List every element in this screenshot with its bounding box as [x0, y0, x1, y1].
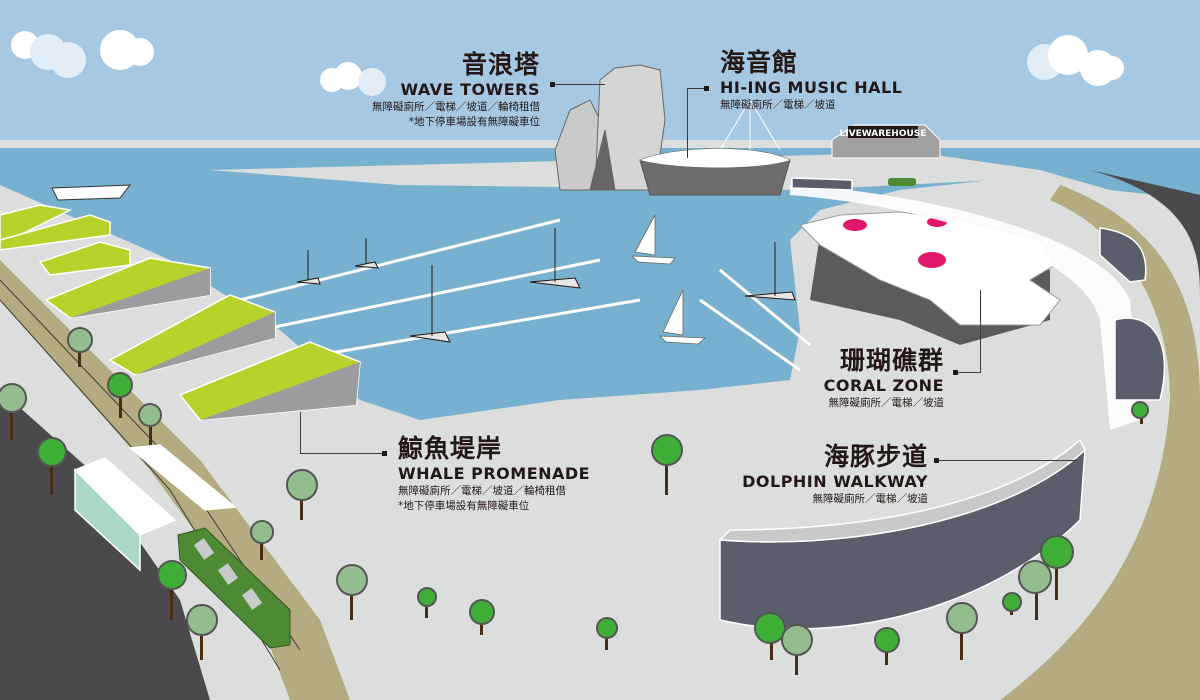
wave-towers-facilities: 無障礙廁所／電梯／坡道／輪椅租借 [372, 101, 540, 113]
music-hall-marker [704, 86, 709, 91]
wave-towers-parking-note: *地下停車場設有無障礙車位 [408, 116, 540, 128]
music-hall-name-en: HI-ING MUSIC HALL [720, 78, 903, 97]
music-hall-facilities: 無障礙廁所／電梯／坡道 [720, 99, 836, 111]
cloud-icon [1027, 35, 1124, 86]
sailboat-icon [296, 228, 796, 343]
dolphin-walkway-illustration [718, 438, 1086, 630]
whale-promenade-name-zh: 鯨魚堤岸 [398, 434, 503, 463]
dolphin-walkway-facilities: 無障礙廁所／電梯／坡道 [812, 493, 929, 505]
svg-text:LIVEWAREHOUSE: LIVEWAREHOUSE [840, 129, 927, 139]
sailboat-icon [630, 214, 707, 345]
wave-towers-name-en: WAVE TOWERS [400, 80, 540, 99]
marina-docks [239, 218, 811, 372]
tram-shelter [73, 444, 237, 572]
whale-promenade-name-en: WHALE PROMENADE [398, 464, 591, 483]
music-hall-label[interactable]: 海音館 HI-ING MUSIC HALL 無障礙廁所／電梯／坡道 [720, 48, 902, 113]
wave-towers-name-zh: 音浪塔 [461, 50, 540, 79]
dolphin-walkway-marker [934, 458, 939, 463]
wave-towers-marker [550, 82, 555, 87]
whale-promenade-leader [300, 412, 301, 453]
livewarehouse-building: LIVEWAREHOUSE [831, 124, 941, 159]
coral-zone-leader [980, 290, 981, 373]
whale-promenade-leader [300, 453, 382, 454]
coral-zone-name-zh: 珊瑚礁群 [839, 346, 944, 375]
coral-zone-marker [953, 370, 958, 375]
music-hall-illustration [639, 99, 791, 196]
coral-zone-facilities: 無障礙廁所／電梯／坡道 [828, 397, 945, 409]
dolphin-walkway-leader [939, 460, 1077, 461]
wave-towers-label[interactable]: 音浪塔 WAVE TOWERS 無障礙廁所／電梯／坡道／輪椅租借 *地下停車場設… [372, 50, 540, 130]
dolphin-walkway-name-en: DOLPHIN WALKWAY [742, 472, 928, 491]
whale-promenade-marker [382, 451, 387, 456]
whale-promenade-label[interactable]: 鯨魚堤岸 WHALE PROMENADE 無障礙廁所／電梯／坡道／輪椅租借 *地… [398, 434, 590, 514]
music-hall-leader [687, 88, 688, 158]
dolphin-walkway-name-zh: 海豚步道 [823, 442, 928, 471]
music-hall-name-zh: 海音館 [720, 48, 799, 77]
coral-zone-illustration [799, 211, 1061, 345]
music-hall-leader [687, 88, 704, 89]
tram-icon [177, 527, 291, 649]
cloud-icon [11, 30, 154, 78]
yacht-icon [51, 184, 132, 201]
wave-towers-leader [555, 84, 605, 85]
whale-promenade-parking-note: *地下停車場設有無障礙車位 [398, 500, 530, 512]
harbor-water [0, 148, 1200, 420]
whale-promenade-facilities: 無障礙廁所／電梯／坡道／輪椅租借 [398, 485, 566, 497]
coral-zone-label[interactable]: 珊瑚礁群 CORAL ZONE 無障礙廁所／電梯／坡道 [824, 346, 944, 411]
tree-icon [0, 327, 1149, 675]
tram-icon [888, 178, 916, 186]
coral-zone-name-en: CORAL ZONE [823, 376, 944, 395]
whale-promenade-buildings [0, 204, 361, 421]
dolphin-walkway-label[interactable]: 海豚步道 DOLPHIN WALKWAY 無障礙廁所／電梯／坡道 [742, 442, 928, 507]
coral-zone-leader [958, 372, 980, 373]
cloud-icon [320, 62, 386, 96]
